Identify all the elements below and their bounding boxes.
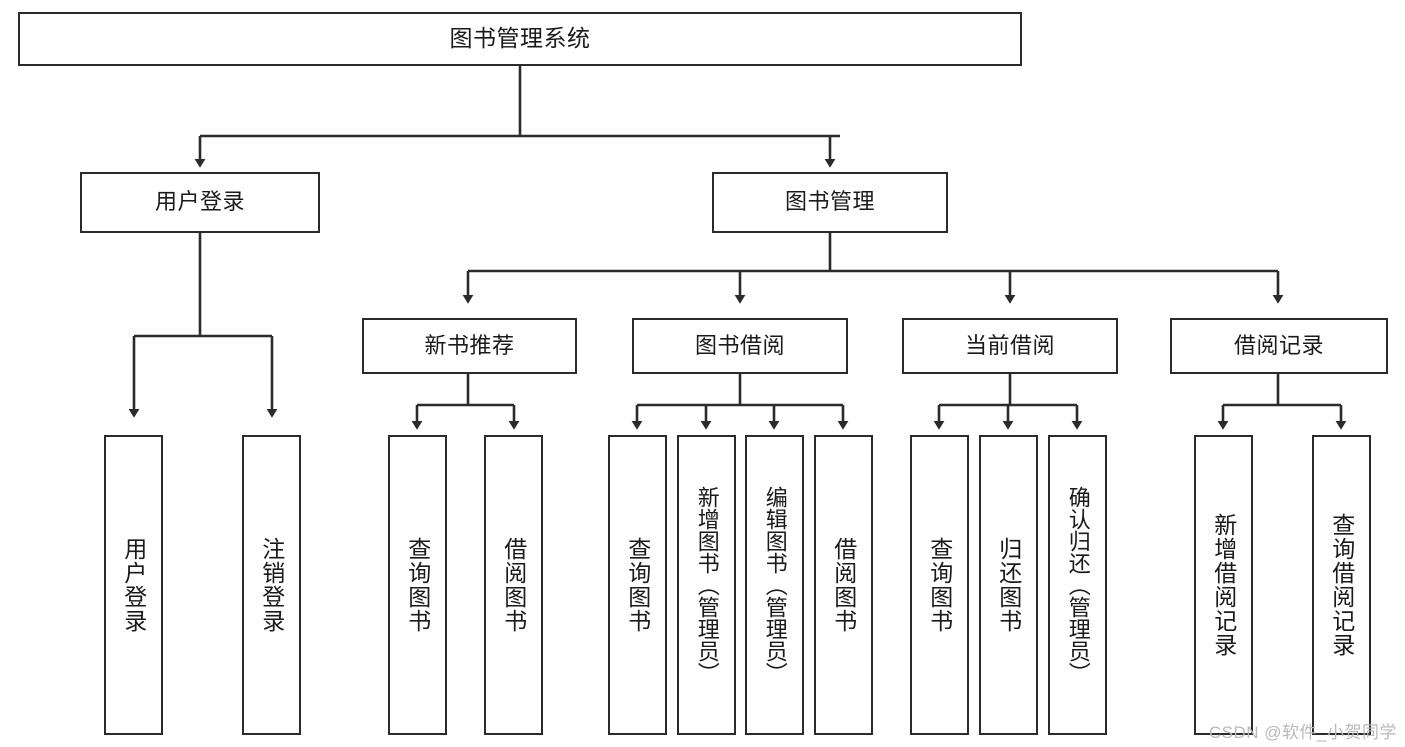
node-label: 图书管理系统 [449, 25, 591, 52]
node-label: 借阅图书 [830, 537, 857, 633]
node-label: 当前借阅 [964, 332, 1055, 358]
leaf-current-confirm-return-admin[interactable]: 确认归还（管理员） [1048, 435, 1107, 735]
node-label: 编辑图书（管理员） [762, 486, 788, 684]
node-label: 用户登录 [120, 537, 147, 633]
node-label: 注销登录 [258, 537, 285, 633]
node-label: 借阅记录 [1233, 332, 1324, 358]
leaf-user-login-login[interactable]: 用户登录 [104, 435, 163, 735]
node-label: 新书推荐 [424, 332, 515, 358]
node-label: 新增借阅记录 [1210, 513, 1237, 657]
leaf-record-query-record[interactable]: 查询借阅记录 [1312, 435, 1371, 735]
node-current-borrow[interactable]: 当前借阅 [902, 318, 1118, 374]
node-root-system[interactable]: 图书管理系统 [18, 12, 1022, 66]
leaf-current-return-book[interactable]: 归还图书 [979, 435, 1038, 735]
leaf-current-query-book[interactable]: 查询图书 [910, 435, 969, 735]
node-label: 查询借阅记录 [1328, 513, 1355, 657]
node-new-book-recommend[interactable]: 新书推荐 [362, 318, 577, 374]
leaf-borrow-edit-book-admin[interactable]: 编辑图书（管理员） [745, 435, 804, 735]
node-borrow-record[interactable]: 借阅记录 [1170, 318, 1388, 374]
node-user-login[interactable]: 用户登录 [80, 172, 320, 233]
node-label: 借阅图书 [500, 537, 527, 633]
node-label: 用户登录 [154, 189, 245, 215]
leaf-recommend-borrow-book[interactable]: 借阅图书 [484, 435, 543, 735]
leaf-borrow-query-book[interactable]: 查询图书 [608, 435, 667, 735]
node-label: 新增图书（管理员） [694, 486, 720, 684]
node-book-borrow[interactable]: 图书借阅 [632, 318, 848, 374]
csdn-watermark: CSDN @软件_小贺同学 [1208, 723, 1397, 742]
node-label: 图书管理 [784, 189, 875, 215]
node-book-management[interactable]: 图书管理 [712, 172, 948, 233]
leaf-borrow-borrow-book[interactable]: 借阅图书 [814, 435, 873, 735]
leaf-record-add-record[interactable]: 新增借阅记录 [1194, 435, 1253, 735]
node-label: 确认归还（管理员） [1065, 486, 1091, 684]
leaf-user-login-logout[interactable]: 注销登录 [242, 435, 301, 735]
leaf-recommend-query-book[interactable]: 查询图书 [388, 435, 447, 735]
node-label: 查询图书 [404, 537, 431, 633]
node-label: 归还图书 [995, 537, 1022, 633]
leaf-borrow-add-book-admin[interactable]: 新增图书（管理员） [677, 435, 736, 735]
node-label: 查询图书 [624, 537, 651, 633]
node-label: 查询图书 [926, 537, 953, 633]
node-label: 图书借阅 [694, 332, 785, 358]
